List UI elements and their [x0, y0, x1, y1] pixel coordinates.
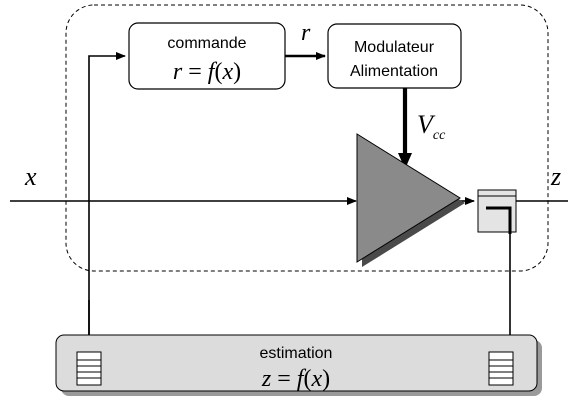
estimation-label: estimation: [260, 345, 333, 362]
amplifier-body: [356, 133, 461, 263]
supply-label: Vcc: [417, 110, 446, 143]
left-buffer-icon: [76, 351, 102, 386]
command-block: commande r = f(x): [128, 22, 286, 90]
output-coupler: [477, 189, 517, 234]
output-signal-label: z: [550, 162, 561, 191]
estimation-equation: z = f(x): [261, 366, 330, 392]
modulator-label-line2: Alimentation: [350, 63, 438, 80]
modulator-block: Modulateur Alimentation: [327, 23, 462, 89]
command-equation: r = f(x): [173, 59, 241, 85]
modulator-label-line1: Modulateur: [354, 39, 435, 56]
control-signal-label: r: [301, 20, 311, 46]
right-buffer-icon: [488, 351, 514, 386]
system-boundary: [65, 4, 549, 272]
feedback-to-command-line: [88, 52, 126, 348]
command-label: commande: [167, 35, 246, 52]
estimation-block: estimation z = f(x): [55, 334, 542, 396]
amplifier-triangle: [356, 133, 465, 267]
input-signal-label: x: [24, 162, 37, 191]
